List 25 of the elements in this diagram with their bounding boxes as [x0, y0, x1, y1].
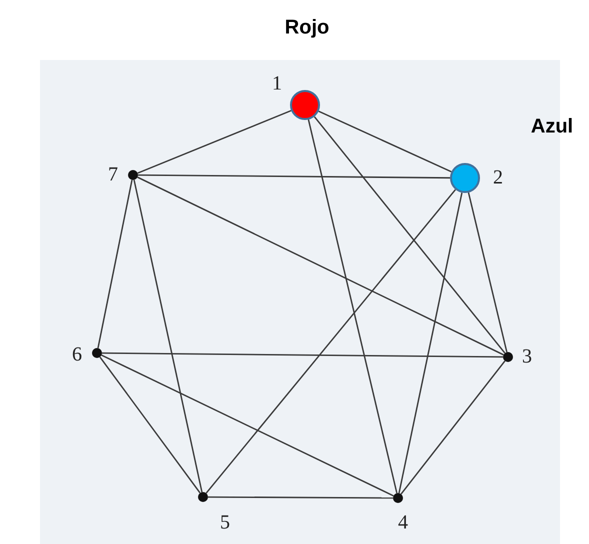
vertex-number: 6: [72, 344, 82, 366]
vertex-number: 2: [493, 166, 503, 190]
graph-edge: [308, 119, 398, 494]
color-label: Azul: [530, 116, 574, 138]
graph-edge: [102, 352, 503, 358]
graph-edge: [137, 176, 504, 356]
graph-edge: [468, 192, 508, 352]
vertex-number: 3: [522, 346, 532, 368]
vertex-number: 4: [398, 512, 408, 534]
graph-edge: [318, 110, 452, 172]
graph-edge: [206, 189, 456, 494]
graph-edge: [101, 354, 394, 496]
vertex-number: 7: [108, 164, 118, 186]
graph-edge: [97, 180, 133, 348]
graph-edge: [208, 496, 393, 499]
graph-edge: [398, 192, 463, 494]
vertex-number: 1: [272, 72, 282, 96]
color-label: Rojo: [284, 16, 330, 40]
graph-edge: [400, 360, 506, 494]
graph-edge: [99, 356, 201, 494]
graph-edge: [137, 110, 292, 174]
graph-edge: [314, 116, 506, 354]
graph-edge: [133, 180, 203, 492]
graph-edge: [138, 174, 450, 179]
vertex-number: 5: [220, 512, 230, 534]
